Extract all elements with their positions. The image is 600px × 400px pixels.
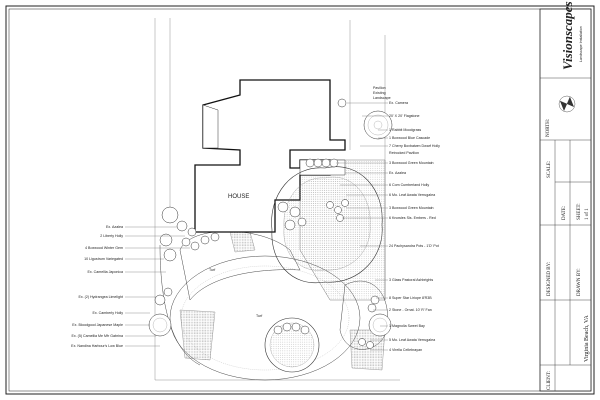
callout-left-1: Ex. Azalea — [106, 225, 123, 229]
north-arrow-icon — [558, 95, 576, 113]
company-logo-text: Visionscapes — [560, 1, 575, 70]
location-text: Virginia Beach, VA — [584, 315, 590, 362]
sheet-value: 1 of 1 — [585, 208, 590, 220]
callout-right-6: Retrocked Pavilion — [389, 151, 419, 155]
top-note-line-1: Pavilion — [373, 86, 386, 90]
sheet-label: SHEET: — [577, 203, 582, 220]
callout-right-3: 1 Rabbit Moodgrass — [389, 128, 421, 132]
title-block: Visionscapes Landscape Installation NORT… — [539, 1, 592, 392]
drawn-by-label: DRAWN BY: — [577, 268, 582, 296]
callout-right-11: 3 Boxwood Green Mountain — [389, 206, 434, 210]
callout-left-7: Ex. Camberly Holly — [92, 311, 123, 315]
callout-right-12: 6 Knowles Sis. Embers - Red — [389, 216, 436, 220]
turf-label-center: Turf — [256, 314, 262, 318]
walkway-upper — [229, 231, 256, 253]
left-plant-callouts: Ex. Azalea 2 Liberty Holly 4 Boxwood Win… — [71, 225, 190, 348]
callout-left-3: 4 Boxwood Winter Gem — [85, 246, 123, 250]
callout-right-18: 5 Mo. Leaf Awata Verrugalea — [389, 338, 435, 342]
north-label: NORTH: — [546, 119, 551, 137]
callout-left-5: Ex. Camellia Japonica — [87, 270, 123, 274]
foundation-shrubs — [159, 98, 349, 262]
top-note-line-3: Landscape — [373, 96, 391, 100]
client-label: CLIENT: — [547, 371, 552, 390]
callout-right-15: 8 Super Star Liriope 8'R3B — [389, 296, 432, 300]
callout-right-1: Ex. Camera — [389, 101, 408, 105]
callout-right-19: 4 Virella Cellebrayan — [389, 348, 422, 352]
callout-left-2: 2 Liberty Holly — [100, 234, 123, 238]
ornamental-tree-upper — [363, 110, 393, 140]
callout-right-14: 3 Glass Pastoral Ashbrights — [389, 278, 433, 282]
callout-right-16: 2 Stone - Ornat. 10' R' Fan — [389, 308, 432, 312]
callout-left-10: Ex. Nandina Harbour's Low Blue — [71, 344, 123, 348]
callout-left-9: Ex. (5) Camellia Me Mfr Gabrina — [71, 334, 123, 338]
callout-left-8: Ex. Bloodgood Japanese Maple — [72, 323, 123, 327]
callout-right-10: 6 Mo. Leaf Awata Verrugalea — [389, 193, 435, 197]
house-label: HOUSE — [228, 194, 249, 200]
scale-label: SCALE: — [547, 161, 552, 178]
sheet-border — [5, 5, 595, 395]
callout-right-2: 20' X 20' Flagstone — [389, 114, 420, 118]
callout-right-4: 1 Boxwood Blue Cascade — [389, 136, 430, 140]
callout-left-4: 10 Ligustrum Variegated — [84, 257, 123, 261]
right-plant-callouts: Ex. Camera 20' X 20' Flagstone 1 Rabbit … — [336, 101, 440, 352]
lower-trees — [148, 287, 392, 373]
top-note: Pavilion Existing Landscape — [373, 86, 391, 100]
walkway-lower-left — [179, 309, 216, 361]
company-sub: Landscape Installation — [579, 26, 583, 62]
date-label: DATE: — [562, 206, 567, 220]
top-note-line-2: Existing — [373, 91, 386, 95]
callout-right-7: 3 Boxwood Green Mountain — [389, 161, 434, 165]
callout-right-9: 6 Com Cumberland Holly — [389, 183, 429, 187]
designed-by-label: DESIGNED BY: — [547, 262, 552, 296]
callout-right-17: 1 Magnolia Sweet Bay — [389, 324, 425, 328]
callout-right-13: 24 Pachysandra Pots - 1'D' Pot — [389, 244, 439, 248]
callout-right-8: Ex. Azalea — [389, 171, 406, 175]
callout-right-5: 7 Cherry Boxbatwm Dwarf Holly — [389, 144, 440, 148]
callout-left-6: Ex. (2) Hydrangea Limelight — [78, 295, 123, 299]
turf-label-left: Turf — [209, 268, 215, 272]
